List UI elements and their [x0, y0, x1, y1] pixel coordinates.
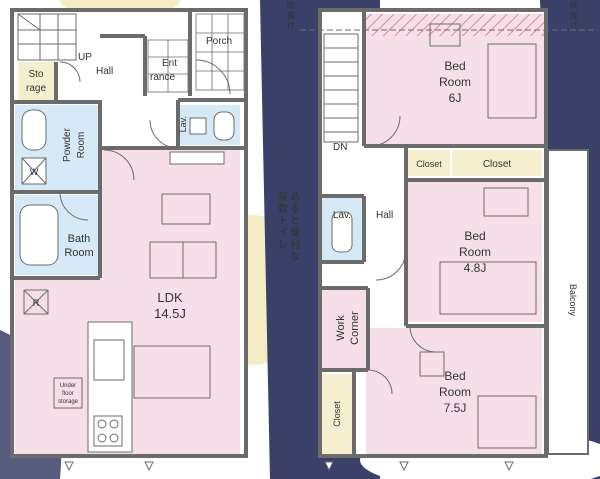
storage-label-1: Sto [28, 69, 43, 80]
svg-text:あ: あ [290, 191, 300, 203]
under-floor-label-3: storage [58, 399, 79, 405]
r-mark: R [33, 298, 40, 308]
ldk-size: 14.5J [154, 306, 186, 321]
ldk-room [15, 150, 240, 455]
hall-label-1f: Hall [96, 66, 113, 77]
stairs-1f [17, 13, 77, 61]
lav-label-2f: Lav. [333, 210, 351, 221]
svg-text:抜: 抜 [287, 10, 295, 20]
porch-label: Porch [206, 36, 232, 47]
furniture-2f [331, 23, 537, 449]
entrance-label-1: Ent [162, 58, 177, 69]
void-marks: 吹 抜 け 吹 抜 け [287, 0, 578, 30]
entrance-tiles [147, 13, 245, 93]
svg-text:利: 利 [290, 239, 300, 251]
work-corner-label-2: Corner [349, 311, 361, 345]
svg-text:ト: ト [278, 216, 288, 227]
bed3-name-2: Room [439, 385, 471, 399]
svg-text:便: 便 [290, 226, 300, 239]
bed1-name-1: Bed [444, 59, 465, 73]
closet-b-label: Closet [483, 159, 512, 170]
bed1-size: 6J [449, 91, 462, 105]
bed-room-2 [408, 182, 542, 322]
kitchen-counter [169, 151, 225, 165]
bed2-name-1: Bed [464, 229, 485, 243]
powder-room-label-2: Room [76, 132, 87, 159]
under-floor-label-2: floor [62, 391, 74, 397]
closet-c-label: Closet [332, 401, 342, 427]
entrance-label-2: rance [150, 72, 175, 83]
work-corner [322, 290, 366, 368]
svg-text:レ: レ [278, 240, 288, 251]
bath-label-1: Bath [68, 233, 91, 245]
svg-text:数: 数 [278, 202, 288, 215]
svg-text:と: と [290, 215, 300, 227]
walls-2f [318, 8, 548, 458]
svg-text:け: け [287, 21, 295, 30]
dn-label: DN [333, 142, 347, 153]
svg-text:な: な [290, 251, 300, 263]
bath-label-2: Room [64, 247, 93, 259]
bed-room-3 [366, 328, 542, 454]
bed1-name-2: Room [439, 75, 471, 89]
toilet-note: あ る と 便 利 な 複 数 ト イ レ [278, 190, 300, 263]
closet-c [322, 374, 352, 454]
w-mark: W [30, 167, 39, 177]
void-hatch [366, 14, 544, 36]
doors-2f [367, 115, 437, 395]
bed3-name-1: Bed [444, 369, 465, 383]
svg-text:け: け [570, 21, 578, 30]
balcony [547, 149, 589, 455]
balcony-label: Balcony [568, 284, 578, 317]
bed2-size: 4.8J [464, 261, 487, 275]
storage-label-2: rage [26, 83, 46, 94]
closet-a-label: Closet [416, 159, 442, 169]
storage-room [18, 62, 54, 100]
svg-text:複: 複 [278, 190, 288, 203]
bed3-size: 7.5J [444, 401, 467, 415]
floor-1: Sto rage UP Hall Ent rance Porch Lav. Po… [10, 8, 248, 458]
doors-1f [59, 59, 231, 221]
hall-label-2f: Hall [376, 210, 393, 221]
closet-b [452, 150, 542, 176]
ldk-label: LDK [157, 290, 183, 305]
lav-label-1f: Lav. [178, 116, 188, 132]
bed2-name-2: Room [459, 245, 491, 259]
closet-a [408, 150, 450, 176]
svg-text:吹: 吹 [287, 0, 295, 10]
work-corner-label-1: Work [335, 315, 347, 341]
window-marks [64, 461, 514, 472]
svg-text:イ: イ [278, 228, 288, 239]
floor-2: Bed Room 6J DN Closet Closet Lav. Hall B… [278, 0, 598, 458]
fixtures-1f [19, 109, 235, 453]
stairs-2f [323, 33, 359, 143]
svg-text:吹: 吹 [570, 0, 578, 10]
svg-text:抜: 抜 [570, 10, 578, 20]
up-label: UP [78, 52, 92, 63]
under-floor-label-1: Under [60, 383, 76, 389]
walls-1f [10, 8, 248, 458]
powder-room-label-1: Powder [62, 127, 73, 162]
svg-text:る: る [290, 203, 300, 215]
